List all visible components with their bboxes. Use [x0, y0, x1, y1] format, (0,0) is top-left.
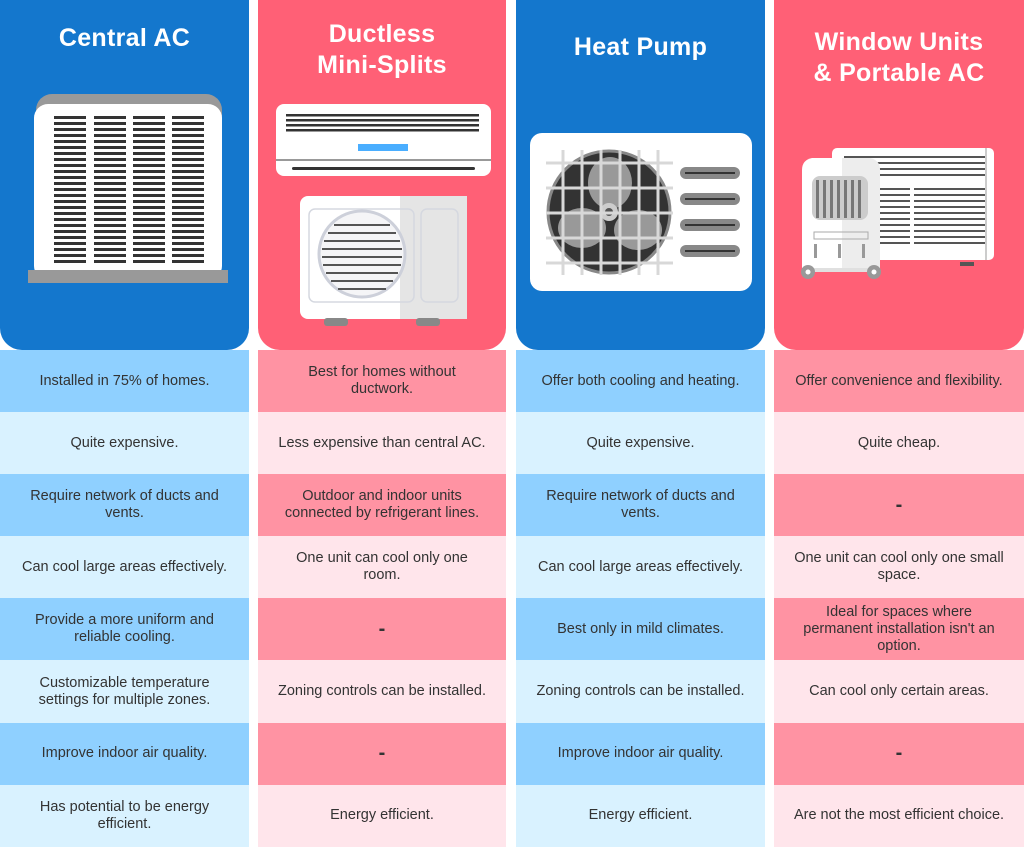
feature-row: Can cool large areas effectively.	[516, 536, 765, 599]
feature-row: Outdoor and indoor units connected by re…	[258, 474, 506, 537]
feature-row: One unit can cool only one small space.	[774, 536, 1024, 599]
feature-list: Best for homes without ductwork. Less ex…	[258, 350, 506, 847]
feature-row: Improve indoor air quality.	[516, 722, 765, 785]
central-ac-unit-icon	[28, 94, 228, 306]
feature-row: One unit can cool only one room.	[258, 536, 506, 599]
feature-row: Best for homes without ductwork.	[258, 350, 506, 413]
column-ductless-mini-splits: Ductless Mini-Splits	[258, 0, 506, 847]
feature-row: Are not the most efficient choice.	[774, 784, 1024, 847]
feature-row: Offer convenience and flexibility.	[774, 350, 1024, 413]
feature-row: Quite cheap.	[774, 412, 1024, 475]
column-title-line-1: Window Units	[814, 28, 984, 56]
feature-row: Zoning controls can be installed.	[258, 660, 506, 723]
feature-row: Provide a more uniform and reliable cool…	[0, 598, 249, 661]
feature-row: Quite expensive.	[0, 412, 249, 475]
feature-row-empty: -	[774, 474, 1024, 537]
column-header: Heat Pump	[516, 0, 765, 350]
column-window-portable-ac: Window Units & Portable AC	[774, 0, 1024, 847]
column-header: Window Units & Portable AC	[774, 0, 1024, 350]
feature-list: Offer convenience and flexibility. Quite…	[774, 350, 1024, 847]
feature-row: Has potential to be energy efficient.	[0, 784, 249, 847]
feature-row: Customizable temperature settings for mu…	[0, 660, 249, 723]
feature-list: Installed in 75% of homes. Quite expensi…	[0, 350, 249, 847]
column-header: Central AC	[0, 0, 249, 350]
feature-row: Can cool large areas effectively.	[0, 536, 249, 599]
feature-row: Ideal for spaces where permanent install…	[774, 598, 1024, 661]
column-central-ac: Central AC Installed in 75% of homes. Qu…	[0, 0, 249, 847]
feature-row: Can cool only certain areas.	[774, 660, 1024, 723]
feature-row: Energy efficient.	[258, 784, 506, 847]
column-title-line-1: Ductless	[328, 20, 436, 48]
column-heat-pump: Heat Pump	[516, 0, 765, 847]
feature-row: Require network of ducts and vents.	[516, 474, 765, 537]
column-title: Heat Pump	[573, 33, 708, 61]
feature-row-empty: -	[774, 722, 1024, 785]
feature-row: Require network of ducts and vents.	[0, 474, 249, 537]
feature-row: Offer both cooling and heating.	[516, 350, 765, 413]
column-title-line-2: & Portable AC	[813, 59, 985, 87]
feature-row-empty: -	[258, 598, 506, 661]
feature-row: Zoning controls can be installed.	[516, 660, 765, 723]
feature-row: Best only in mild climates.	[516, 598, 765, 661]
feature-row-empty: -	[258, 722, 506, 785]
feature-row: Energy efficient.	[516, 784, 765, 847]
feature-row: Improve indoor air quality.	[0, 722, 249, 785]
mini-split-unit-icon	[276, 104, 492, 326]
feature-list: Offer both cooling and heating. Quite ex…	[516, 350, 765, 847]
column-header: Ductless Mini-Splits	[258, 0, 506, 350]
feature-row: Installed in 75% of homes.	[0, 350, 249, 413]
feature-row: Less expensive than central AC.	[258, 412, 506, 475]
window-portable-ac-icon	[800, 148, 996, 304]
column-title-line-2: Mini-Splits	[317, 51, 447, 79]
feature-row: Quite expensive.	[516, 412, 765, 475]
heat-pump-unit-icon	[530, 133, 752, 293]
column-title: Central AC	[58, 24, 191, 52]
